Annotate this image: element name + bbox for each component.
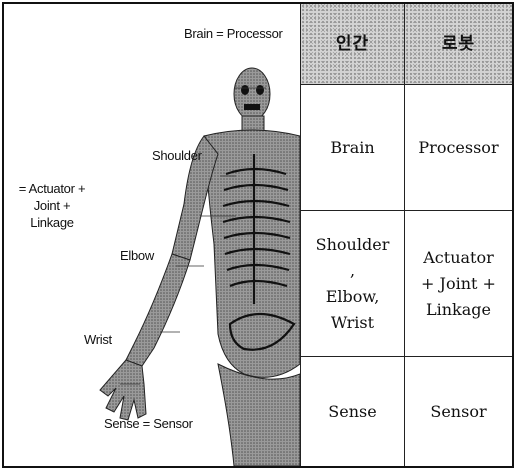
comparison-table: 인간 로봇 Brain Processor Shoulder , Elbow, … <box>300 4 512 466</box>
cell-line: Actuator <box>423 245 494 271</box>
cell-robot-actuator: Actuator + Joint + Linkage <box>404 210 512 356</box>
cell-robot-sensor: Sensor <box>404 356 512 466</box>
label-wrist: Wrist <box>84 332 112 347</box>
cell-line: Linkage <box>426 297 491 323</box>
cell-line: + Joint + <box>421 271 496 297</box>
cell-text: Brain <box>330 135 374 161</box>
cell-human-brain: Brain <box>300 84 404 210</box>
skeleton-drawing <box>4 4 300 466</box>
label-brain-processor: Brain = Processor <box>184 26 283 41</box>
cell-text: Sense <box>328 399 376 425</box>
cell-line: Elbow, <box>326 284 380 310</box>
skeleton-illustration: Brain = Processor Shoulder = Actuator + … <box>4 4 300 466</box>
cell-line: Wrist <box>331 310 374 336</box>
label-sense-sensor: Sense = Sensor <box>104 416 193 431</box>
cell-line: , <box>350 258 355 284</box>
cell-text: Sensor <box>430 399 486 425</box>
cell-text: Processor <box>418 135 498 161</box>
cell-human-sense: Sense <box>300 356 404 466</box>
label-elbow: Elbow <box>120 248 154 263</box>
header-human: 인간 <box>300 4 404 84</box>
label-actuator-joint-linkage: = Actuator + Joint + Linkage <box>4 180 100 231</box>
cell-human-joints: Shoulder , Elbow, Wrist <box>300 210 404 356</box>
header-robot: 로봇 <box>404 4 512 84</box>
cell-robot-processor: Processor <box>404 84 512 210</box>
cell-line: Shoulder <box>316 232 390 258</box>
label-shoulder: Shoulder <box>152 148 202 163</box>
